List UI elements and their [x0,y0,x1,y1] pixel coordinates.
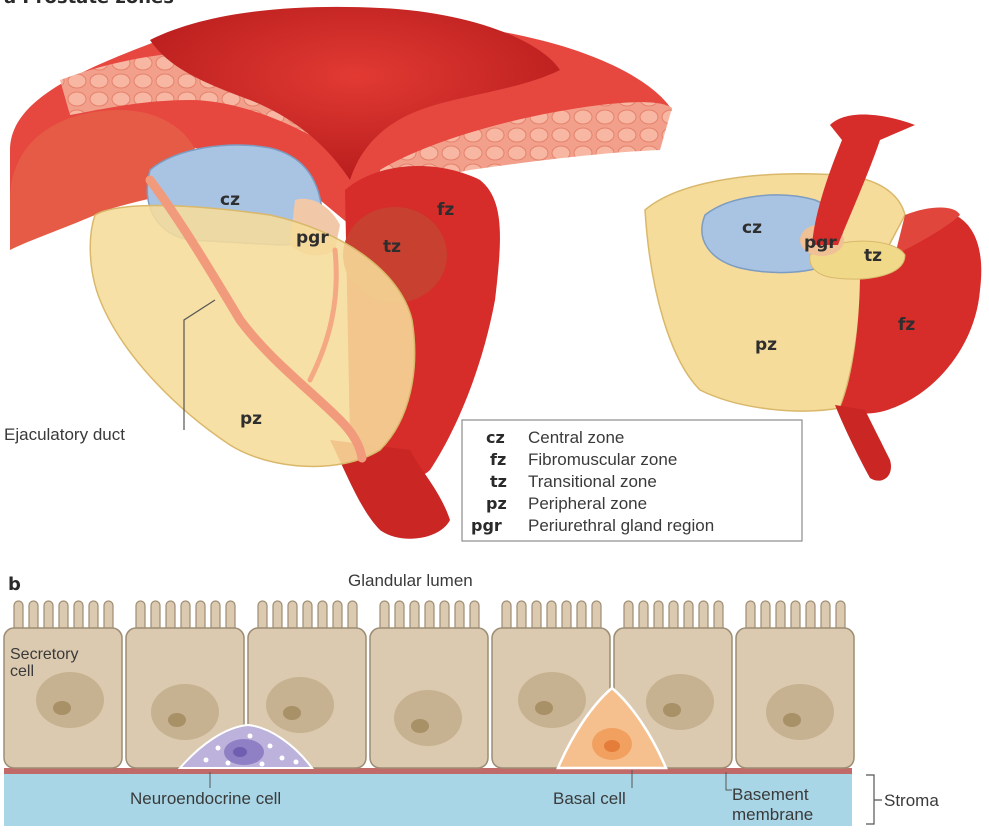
right-urethra-lower [835,405,891,481]
panel-a-heading: a Prostate zones [4,0,174,8]
cell-nucleolus [283,706,301,720]
basement-leader [725,772,732,791]
secretory-cell [735,600,855,769]
right-fz-top [895,207,960,255]
right-tz-label: tz [864,246,882,266]
legend-abbr-1: cz [486,428,505,447]
cell-nucleolus [535,701,553,715]
ejaculatory-duct [145,175,367,463]
cell-nucleolus [411,719,429,733]
basement-label-2: membrane [732,805,813,824]
secretory-cell [247,600,367,769]
left-outer-red [10,110,200,250]
left-urethra-lower [330,440,450,539]
neuroendocrine-label: Neuroendocrine cell [130,789,281,808]
cell-nucleus [766,684,834,740]
secretory-cell [613,600,733,769]
cell-nucleus [266,677,334,733]
right-pgr-label: pgr [804,233,837,253]
ejaculatory-callout-line [183,299,216,430]
legend-name-5: Periurethral gland region [528,516,714,535]
ejaculatory-duct-label: Ejaculatory duct [4,425,125,444]
legend-frame [461,419,803,542]
panel-b-letter: b [8,574,21,595]
secretory-label-1: Secretory [10,646,78,663]
stroma-band [4,772,852,826]
secretory-label-2: cell [10,663,34,680]
left-cz-label: cz [220,190,240,210]
basement-membrane [4,768,852,774]
cell-nucleolus [53,701,71,715]
legend-name-4: Peripheral zone [528,494,647,513]
left-tz-label: tz [383,237,401,257]
secretory-cell [125,600,245,769]
glandular-lumen-label: Glandular lumen [348,571,473,590]
neuroendocrine-nucleolus [233,747,247,757]
bladder-dome [150,6,560,180]
secretory-cell [3,600,123,769]
stroma-bracket [866,774,882,825]
basement-label-1: Basement [732,785,809,804]
left-fz-label: fz [437,200,454,220]
right-urethra-upper [812,114,915,246]
legend-abbr-4: pz [486,494,507,513]
basal-nucleolus [604,740,620,752]
right-prostate: cz pgr tz fz pz [644,114,982,481]
legend-name-2: Fibromuscular zone [528,450,677,469]
legend-name-1: Central zone [528,428,624,447]
cell-nucleolus [663,703,681,717]
ejaculatory-duct-branch [307,247,339,383]
legend-abbr-5: pgr [471,516,502,535]
secretory-cell [369,600,489,769]
zone-legend: cz Central zone fz Fibromuscular zone tz… [461,419,803,542]
cell-nucleus [518,672,586,728]
basal-label: Basal cell [553,789,626,808]
left-pz-label: pz [240,409,262,429]
legend-abbr-2: fz [490,450,506,469]
legend-name-3: Transitional zone [528,472,657,491]
right-cz-label: cz [742,218,762,238]
cell-nucleolus [783,713,801,727]
cell-nucleus [646,674,714,730]
right-fz-label: fz [898,315,915,335]
right-pz-label: pz [755,335,777,355]
stroma-label: Stroma [884,791,939,810]
left-prostate: cz pgr tz fz pz Ejaculatory duct [4,6,672,539]
neuroendocrine-granules [203,733,299,767]
cell-nucleus [36,672,104,728]
cell-nucleus [394,690,462,746]
epithelial-cells [3,600,855,769]
bladder-lobules-band-right [380,102,672,198]
cell-nucleolus [168,713,186,727]
cell-nucleus [151,684,219,740]
legend-abbr-3: tz [490,472,507,491]
left-pgr-label: pgr [296,228,329,248]
